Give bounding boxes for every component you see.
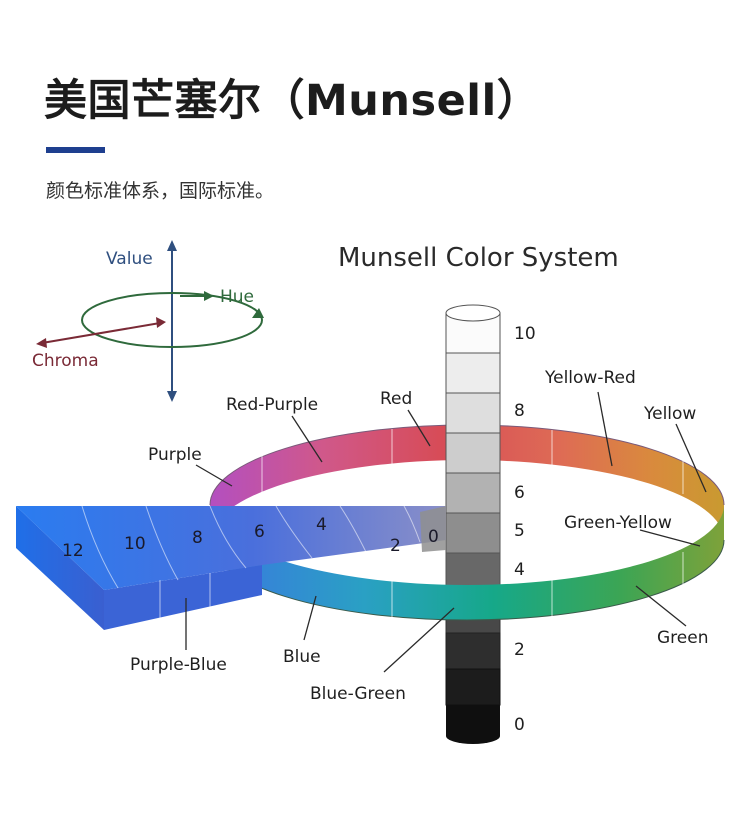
value-arrowhead-up [167, 240, 177, 251]
hue-label-blue: Blue [283, 647, 321, 667]
hue-label-red-purple: Red-Purple [226, 395, 318, 415]
chroma-scale: 12 10 8 6 4 2 0 [62, 515, 439, 561]
chroma-tick: 2 [390, 536, 401, 556]
value-label: Value [106, 249, 153, 269]
chroma-tick: 12 [62, 541, 84, 561]
value-column [445, 304, 501, 744]
page-title: 美国芒塞尔（Munsell） [44, 76, 541, 126]
page-subtitle: 颜色标准体系，国际标准。 [46, 180, 275, 202]
chroma-arrow [41, 322, 161, 344]
hue-label-red: Red [380, 389, 412, 409]
hue-label-yellow-red: Yellow-Red [544, 368, 636, 388]
hue-ellipse-arrowhead [252, 308, 264, 318]
hue-leader-lines [185, 391, 707, 673]
value-tick: 5 [514, 521, 525, 541]
chroma-tick: 8 [192, 528, 203, 548]
hue-label-blue-green: Blue-Green [310, 684, 406, 704]
chroma-tick: 6 [254, 522, 265, 542]
hue-label-green: Green [657, 628, 708, 648]
hue-label: Hue [220, 287, 254, 307]
value-scale: 10 8 6 5 4 2 0 [514, 324, 536, 735]
chroma-tick: 0 [428, 527, 439, 547]
hue-label-purple: Purple [148, 445, 202, 465]
hue-arrowhead [204, 291, 214, 301]
chroma-label: Chroma [32, 351, 99, 371]
axes-legend: Value Hue Chroma [32, 240, 264, 402]
chroma-arrowhead-in [156, 317, 166, 328]
hue-label-purple-blue: Purple-Blue [130, 655, 227, 675]
hue-label-yellow: Yellow [643, 404, 696, 424]
chroma-slab [16, 505, 446, 630]
value-arrowhead-down [167, 391, 177, 402]
chroma-tick: 10 [124, 534, 146, 554]
value-tick: 0 [514, 715, 525, 735]
value-tick: 10 [514, 324, 536, 344]
title-underline [46, 147, 105, 153]
chroma-tick: 4 [316, 515, 327, 535]
value-tick: 8 [514, 401, 525, 421]
value-tick: 4 [514, 560, 525, 580]
chroma-arrowhead-out [36, 338, 47, 348]
value-tick: 6 [514, 483, 525, 503]
hue-ellipse [81, 292, 263, 348]
hue-labels: Red-Purple Red Yellow-Red Yellow Purple … [130, 368, 708, 704]
hue-label-green-yellow: Green-Yellow [564, 513, 672, 533]
diagram-title: Munsell Color System [338, 243, 619, 273]
value-tick: 2 [514, 640, 525, 660]
